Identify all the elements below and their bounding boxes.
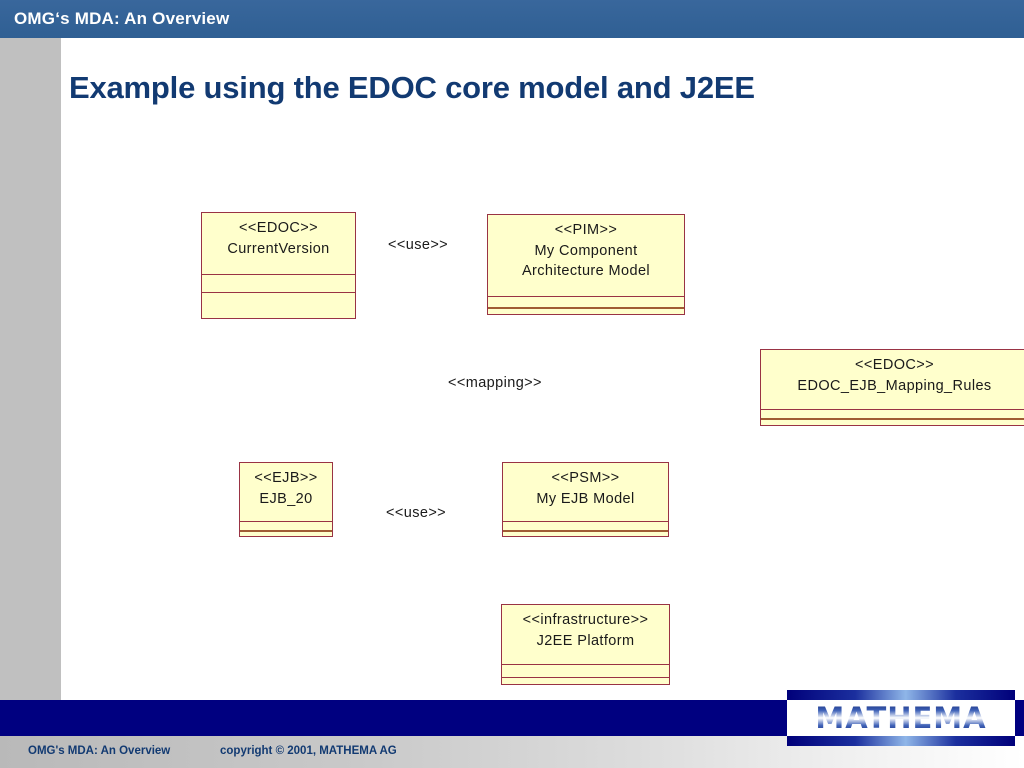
uml-class-edoc-current-version[interactable]: <<EDOC>> CurrentVersion	[201, 212, 356, 319]
uml-attributes-compartment	[240, 522, 332, 530]
uml-class-name-block: <<EDOC>> EDOC_EJB_Mapping_Rules	[761, 350, 1024, 409]
uml-class-name: CurrentVersion	[227, 240, 330, 257]
header-title: OMG‘s MDA: An Overview	[14, 9, 230, 28]
mathema-logo: MATHEMA	[787, 690, 1015, 746]
uml-class-j2ee-platform[interactable]: <<infrastructure>> J2EE Platform	[501, 604, 670, 685]
edge-label-mapping: <<mapping>>	[448, 375, 542, 391]
uml-class-name-line2: Architecture Model	[521, 263, 651, 280]
footer-copyright: copyright © 2001, MATHEMA AG	[220, 745, 397, 757]
uml-operations-compartment	[502, 678, 669, 695]
uml-class-ejb-20[interactable]: <<EJB>> EJB_20	[239, 462, 333, 537]
uml-class-name: My EJB Model	[536, 490, 635, 507]
edge-label-use-psm-ejb: <<use>>	[386, 505, 447, 521]
uml-separator	[202, 292, 355, 293]
footer-presentation-title: OMG's MDA: An Overview	[28, 745, 171, 757]
uml-operations-compartment	[240, 532, 332, 547]
uml-separator	[503, 530, 668, 532]
uml-class-pim-component-architecture[interactable]: <<PIM>> My Component Architecture Model	[487, 214, 685, 315]
logo-wordmark: MATHEMA	[815, 701, 987, 735]
uml-class-name-block: <<EJB>> EJB_20	[240, 463, 332, 521]
uml-separator	[502, 677, 669, 678]
uml-stereotype: <<EDOC>>	[855, 357, 934, 373]
uml-class-name-block: <<infrastructure>> J2EE Platform	[502, 605, 669, 664]
uml-class-name: J2EE Platform	[536, 632, 635, 649]
left-gray-rail	[0, 38, 61, 700]
uml-class-name-block: <<PIM>> My Component Architecture Model	[488, 215, 684, 296]
uml-separator	[761, 409, 1024, 410]
logo-bar-bottom	[787, 736, 1015, 746]
uml-attributes-compartment	[761, 410, 1024, 418]
uml-separator	[761, 418, 1024, 420]
page-title: Example using the EDOC core model and J2…	[69, 70, 755, 105]
uml-class-name-block: <<EDOC>> CurrentVersion	[202, 213, 355, 274]
uml-separator	[202, 274, 355, 275]
uml-class-name-line1: My Component	[534, 242, 638, 259]
uml-class-name: EDOC_EJB_Mapping_Rules	[797, 377, 992, 394]
uml-stereotype: <<EJB>>	[254, 470, 318, 486]
uml-class-psm-my-ejb-model[interactable]: <<PSM>> My EJB Model	[502, 462, 669, 537]
uml-stereotype: <<infrastructure>>	[522, 612, 649, 628]
uml-attributes-compartment	[502, 665, 669, 677]
uml-attributes-compartment	[503, 522, 668, 530]
uml-class-name: EJB_20	[259, 490, 313, 507]
uml-attributes-compartment	[202, 275, 355, 292]
uml-operations-compartment	[503, 532, 668, 547]
uml-operations-compartment	[202, 293, 355, 330]
uml-separator	[488, 296, 684, 297]
uml-separator	[240, 521, 332, 522]
uml-separator	[488, 307, 684, 309]
slide-header-band: OMG‘s MDA: An Overview	[0, 0, 1024, 38]
logo-plate: MATHEMA	[787, 700, 1015, 736]
uml-operations-compartment	[761, 420, 1024, 436]
uml-class-name-block: <<PSM>> My EJB Model	[503, 463, 668, 521]
uml-attributes-compartment	[488, 297, 684, 307]
uml-operations-compartment	[488, 309, 684, 326]
uml-stereotype: <<PSM>>	[551, 470, 620, 486]
uml-class-diagram: EDOC CurrentVersion (<>) --> PSM (<>) ve…	[61, 38, 1024, 700]
uml-class-edoc-mapping-rules[interactable]: <<EDOC>> EDOC_EJB_Mapping_Rules	[760, 349, 1024, 426]
uml-stereotype: <<EDOC>>	[239, 220, 318, 236]
slide-content-area: Example using the EDOC core model and J2…	[61, 38, 1024, 700]
logo-bar-top	[787, 690, 1015, 700]
uml-separator	[502, 664, 669, 665]
uml-stereotype: <<PIM>>	[554, 222, 618, 238]
uml-separator	[240, 530, 332, 532]
edge-label-use-pim-edoc: <<use>>	[388, 237, 449, 253]
uml-separator	[503, 521, 668, 522]
